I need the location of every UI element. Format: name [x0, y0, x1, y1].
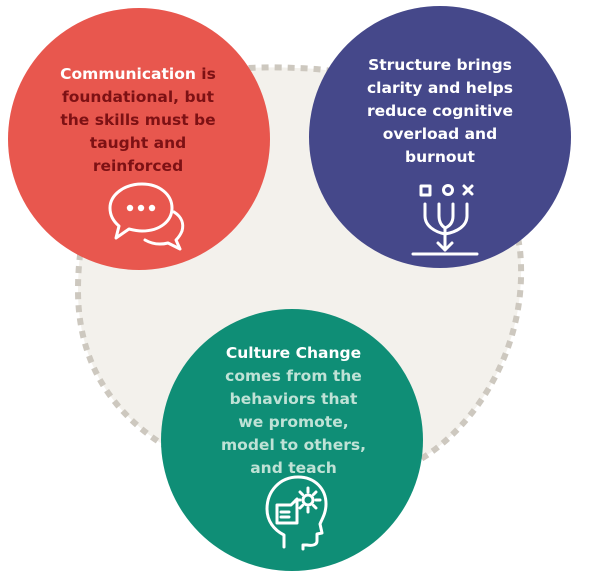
culture-circle: Culture Change comes from the behaviors …	[161, 309, 423, 571]
process-funnel-icon	[411, 184, 479, 256]
culture-lead: Culture Change	[225, 344, 362, 362]
culture-text: Culture Change comes from the behaviors …	[216, 342, 371, 480]
structure-circle: Structure brings clarity and helps reduc…	[309, 6, 571, 268]
head-gear-icon	[265, 475, 328, 551]
structure-lead: Structure brings clarity	[366, 56, 512, 97]
communication-rest: is foundational, but the skills must be …	[60, 65, 216, 175]
communication-lead: Communication	[60, 65, 196, 83]
communication-circle: Communication is foundational, but the s…	[8, 8, 270, 270]
structure-rest: and helps reduce cognitive overload and …	[366, 79, 513, 166]
chat-bubbles-icon	[108, 182, 185, 251]
culture-rest: comes from the behaviors that we promote…	[221, 367, 366, 477]
structure-text: Structure brings clarity and helps reduc…	[364, 54, 516, 169]
communication-text: Communication is foundational, but the s…	[48, 63, 228, 178]
